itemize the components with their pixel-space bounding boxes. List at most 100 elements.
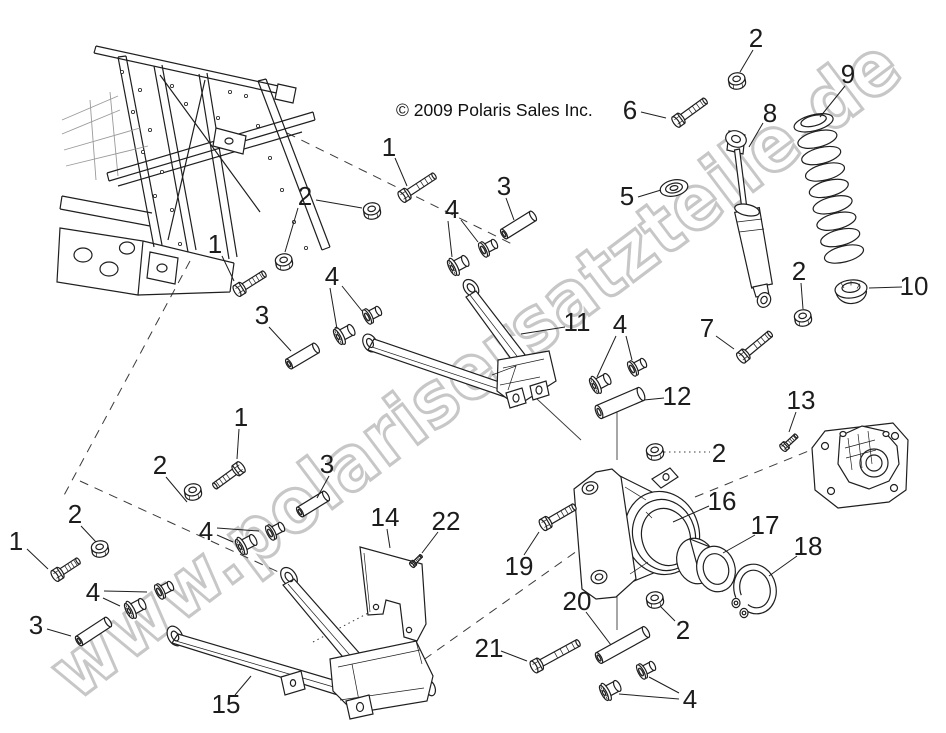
callout-7: 7 <box>700 313 735 350</box>
callout-4: 4 <box>86 577 148 607</box>
callout-leader-line <box>268 326 292 352</box>
flange-nut <box>362 202 382 220</box>
callout-14: 14 <box>371 502 400 549</box>
callout-3: 3 <box>316 449 334 499</box>
shock-absorber-illustration <box>725 130 773 308</box>
callout-leader-line <box>316 475 330 499</box>
callout-leader-line <box>748 122 764 148</box>
callout-1: 1 <box>234 402 248 460</box>
flange-nut <box>727 72 747 90</box>
callout-leader-line <box>643 397 665 401</box>
mud-guard-plate-illustration <box>359 546 427 642</box>
callout-number: 4 <box>86 577 100 607</box>
callout-leader-line <box>103 590 148 593</box>
flange-nut <box>90 540 110 558</box>
spacer-tube <box>284 342 321 370</box>
callout-number: 21 <box>475 633 504 663</box>
callout-10: 10 <box>868 271 928 301</box>
callout-16: 16 <box>672 486 736 523</box>
callout-2: 2 <box>284 181 363 253</box>
callout-leader-line <box>315 199 363 209</box>
callout-number: 20 <box>563 586 592 616</box>
callout-leader-line <box>284 207 299 253</box>
callout-number: 4 <box>445 194 459 224</box>
callout-number: 2 <box>298 181 312 211</box>
callout-number: 14 <box>371 502 400 532</box>
callout-leader-line <box>80 525 97 543</box>
spring-coil <box>823 244 865 264</box>
spring-coil <box>820 227 861 248</box>
callout-3: 3 <box>497 171 515 221</box>
coil-spring-illustration <box>793 113 865 264</box>
callout-leader-line <box>26 548 49 570</box>
spacer-tube <box>594 625 651 665</box>
callout-leader-line <box>768 555 798 577</box>
callout-leader-line <box>216 534 234 543</box>
callout-3: 3 <box>255 300 292 352</box>
callout-leader-line <box>221 255 235 282</box>
callout-leader-line <box>585 611 612 646</box>
callout-20: 20 <box>563 586 612 646</box>
splined-bushing <box>446 254 470 277</box>
callout-number: 5 <box>620 181 634 211</box>
hex-bolt <box>529 639 581 674</box>
lower-a-arm-illustration <box>166 566 437 720</box>
flange-nut <box>274 253 294 271</box>
hex-bolt <box>735 330 774 364</box>
upper-a-arm-illustration <box>362 278 557 409</box>
fastener-hardware-layer <box>50 72 813 702</box>
callout-4: 4 <box>596 309 633 378</box>
callout-number: 11 <box>564 307 591 337</box>
dash-dot-axis-line <box>286 132 513 245</box>
callout-number: 13 <box>787 385 816 415</box>
callout-leader-line <box>520 326 566 335</box>
thin-axis-line <box>536 398 582 441</box>
callout-number: 2 <box>712 438 726 468</box>
hex-bolt <box>232 270 267 298</box>
hex-bolt <box>397 172 437 204</box>
callout-number: 2 <box>68 499 82 529</box>
callout-number: 12 <box>663 381 692 411</box>
callout-1: 1 <box>9 526 49 570</box>
spring-coil <box>793 113 834 133</box>
hex-bolt <box>212 461 246 490</box>
callout-18: 18 <box>768 531 822 577</box>
splined-bushing <box>598 679 622 702</box>
flanged-bushing <box>361 305 383 325</box>
flanged-bushing <box>626 357 648 377</box>
spring-coil <box>797 129 838 149</box>
callout-number: 1 <box>208 229 222 259</box>
callout-number: 4 <box>613 309 627 339</box>
callout-number: 15 <box>212 689 241 719</box>
callout-leader-line <box>329 287 338 330</box>
hex-bolt <box>50 557 81 583</box>
callout-leader-line <box>819 85 846 118</box>
flange-nut <box>183 483 203 501</box>
flange-nut <box>645 591 665 609</box>
flanged-bushing <box>635 660 657 680</box>
spacer-tube <box>594 386 646 420</box>
snap-ring-illustration <box>726 563 777 622</box>
callout-2: 2 <box>153 450 188 503</box>
splined-bushing <box>588 372 612 395</box>
callout-4: 4 <box>325 261 363 330</box>
callout-2: 2 <box>792 256 806 310</box>
callout-6: 6 <box>623 95 667 125</box>
callout-number: 4 <box>683 684 697 714</box>
callout-2: 2 <box>68 499 97 543</box>
callout-number: 2 <box>792 256 806 286</box>
callout-leader-line <box>648 676 680 694</box>
callout-number: 22 <box>432 506 461 536</box>
callout-5: 5 <box>620 181 662 211</box>
callout-21: 21 <box>475 633 528 663</box>
spring-coil-opening <box>800 114 827 128</box>
callout-11: 11 <box>520 307 591 337</box>
callout-leader-line <box>102 597 121 607</box>
copyright-text: © 2009 Polaris Sales Inc. <box>396 100 593 120</box>
spring-coil <box>816 211 857 231</box>
hex-bolt <box>538 503 577 532</box>
flanged-bushing <box>264 521 286 541</box>
callout-leader-line <box>625 335 633 361</box>
brake-caliper-illustration <box>811 422 909 509</box>
callout-leader-line <box>672 505 710 523</box>
